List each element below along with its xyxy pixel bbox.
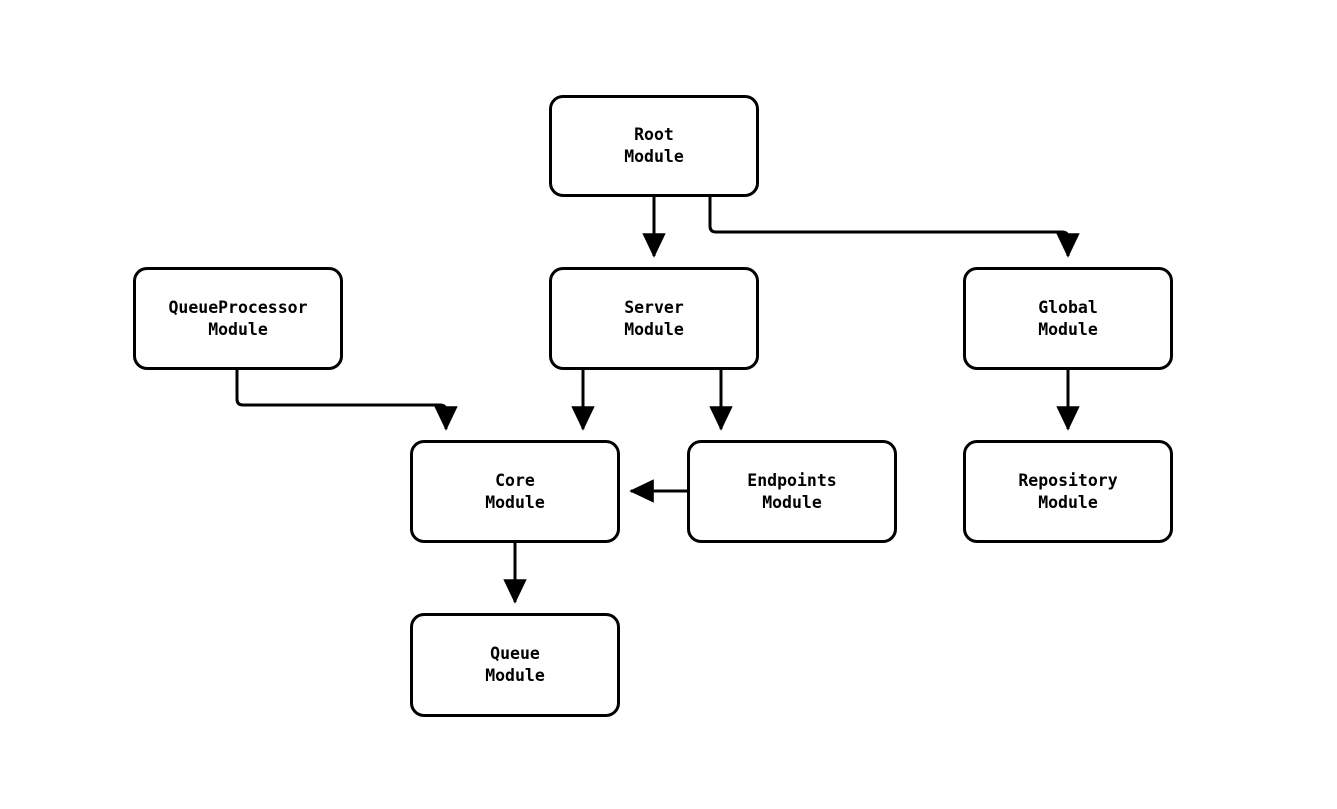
node-endpoints-module-line2: Module <box>762 492 822 512</box>
node-server-module[interactable]: Server Module <box>549 267 759 370</box>
node-core-module[interactable]: Core Module <box>410 440 620 543</box>
node-global-module-line2: Module <box>1038 319 1098 339</box>
node-endpoints-module-line1: Endpoints <box>747 470 837 490</box>
node-repository-module-line2: Module <box>1038 492 1098 512</box>
node-repository-module-line1: Repository <box>1018 470 1118 490</box>
node-repository-module[interactable]: Repository Module <box>963 440 1173 543</box>
node-queue-module-line2: Module <box>485 666 545 685</box>
node-core-module-line2: Module <box>485 492 545 512</box>
node-root-module-line2: Module <box>624 147 684 166</box>
node-server-module-line1: Server <box>624 297 684 317</box>
node-queueprocessor-module-line2: Module <box>208 319 268 339</box>
node-core-module-line1: Core <box>495 470 535 490</box>
node-queueprocessor-module-line1: QueueProcessor <box>168 297 308 317</box>
node-global-module-line1: Global <box>1038 297 1098 317</box>
node-global-module[interactable]: Global Module <box>963 267 1173 370</box>
node-queue-module-line1: Queue <box>490 644 540 663</box>
node-server-module-line2: Module <box>624 319 684 339</box>
edge-root-to-global <box>708 197 1080 258</box>
node-queueprocessor-module[interactable]: QueueProcessor Module <box>133 267 343 370</box>
node-root-module[interactable]: Root Module <box>549 95 759 197</box>
edge-queueprocessor-to-core <box>235 370 458 431</box>
node-endpoints-module[interactable]: Endpoints Module <box>687 440 897 543</box>
node-root-module-line1: Root <box>634 125 674 144</box>
node-queue-module[interactable]: Queue Module <box>410 613 620 717</box>
